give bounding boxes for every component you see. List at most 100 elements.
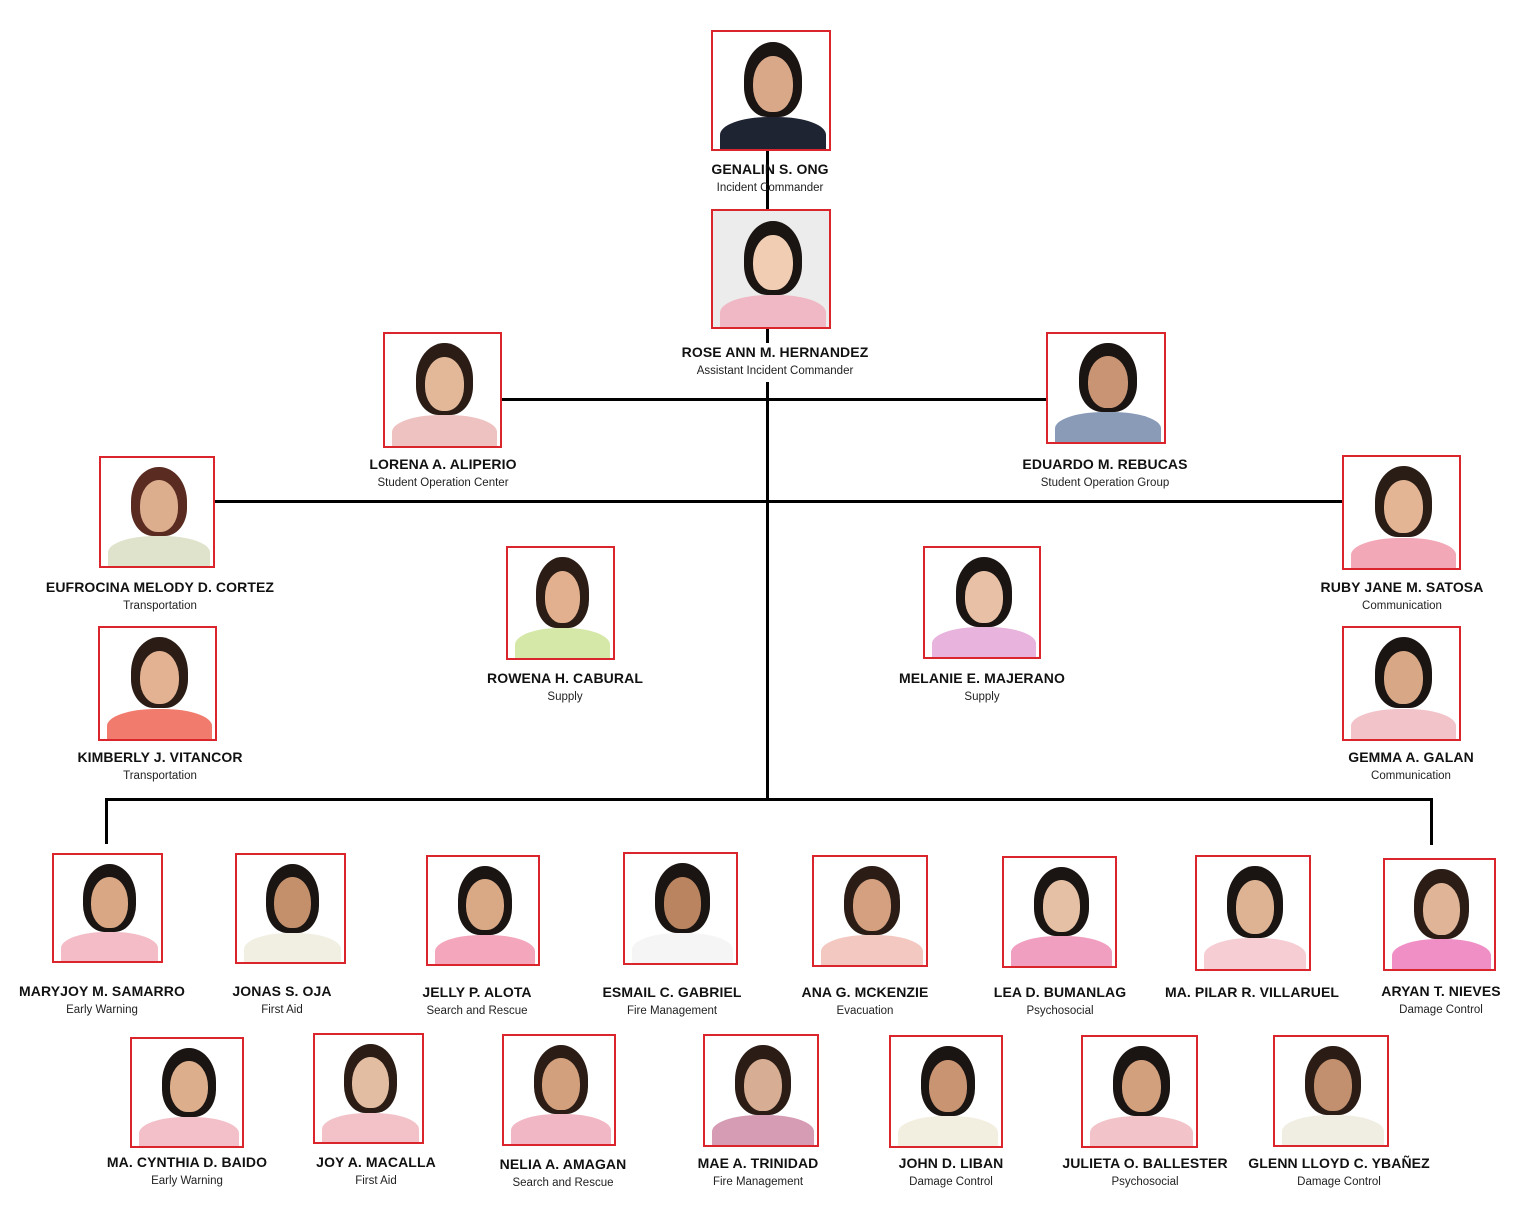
person-role: First Aid — [355, 1175, 397, 1187]
portrait-photo — [1002, 856, 1117, 968]
portrait-photo — [1046, 332, 1166, 444]
shirt-shape — [820, 935, 924, 965]
person-role: First Aid — [261, 1004, 303, 1016]
shirt-shape — [510, 1114, 612, 1144]
face-shape — [91, 877, 128, 928]
person-name: JONAS S. OJA — [232, 983, 332, 999]
portrait-photo — [711, 30, 831, 151]
face-shape — [1313, 1059, 1353, 1111]
shirt-shape — [1281, 1115, 1385, 1145]
shirt-shape — [107, 536, 211, 566]
shirt-shape — [138, 1116, 240, 1146]
connector-line-main-trunk — [766, 382, 769, 800]
portrait-photo — [623, 852, 738, 965]
person-name: JOHN D. LIBAN — [898, 1155, 1004, 1171]
person-name: MELANIE E. MAJERANO — [898, 670, 1066, 686]
face-shape — [964, 570, 1004, 623]
shirt-shape — [434, 934, 536, 964]
shirt-shape — [1351, 537, 1456, 568]
portrait-photo — [1342, 455, 1461, 570]
person-role: Assistant Incident Commander — [696, 365, 854, 377]
shirt-shape — [897, 1116, 999, 1146]
shirt-shape — [392, 415, 497, 446]
connector-line-level3-horizontal — [215, 500, 1342, 503]
person-role: Communication — [1362, 600, 1442, 612]
face-shape — [1383, 480, 1424, 533]
person-name: ROSE ANN M. HERNANDEZ — [681, 344, 869, 360]
shirt-shape — [1055, 412, 1161, 442]
person-name: MAE A. TRINIDAD — [697, 1155, 819, 1171]
person-name: JULIETA O. BALLESTER — [1062, 1155, 1228, 1171]
person-role: Incident Commander — [716, 182, 824, 194]
person-role: Supply — [964, 691, 1000, 703]
person-role: Psychosocial — [1026, 1005, 1094, 1017]
shirt-shape — [514, 627, 611, 658]
face-shape — [139, 651, 180, 704]
person-role: Search and Rescue — [426, 1005, 528, 1017]
face-shape — [852, 879, 892, 931]
portrait-photo — [502, 1034, 616, 1146]
connector-line-bottom-right-drop — [1430, 798, 1433, 845]
person-role: Early Warning — [151, 1175, 223, 1187]
face-shape — [1422, 882, 1461, 935]
person-role: Damage Control — [1297, 1176, 1381, 1188]
shirt-shape — [1351, 708, 1456, 739]
person-role: Transportation — [123, 770, 197, 782]
connector-line-ong-to-hernandez — [766, 151, 769, 209]
person-name: GLENN LLOYD C. YBAÑEZ — [1248, 1155, 1430, 1171]
face-shape — [929, 1059, 967, 1112]
person-role: Communication — [1371, 770, 1451, 782]
person-role: Fire Management — [626, 1005, 718, 1017]
person-name: ESMAIL C. GABRIEL — [602, 984, 742, 1000]
person-role: Damage Control — [1399, 1004, 1483, 1016]
person-role: Early Warning — [66, 1004, 138, 1016]
connector-line-level2-horizontal — [502, 398, 1046, 401]
face-shape — [1383, 651, 1424, 704]
person-name: LEA D. BUMANLAG — [993, 984, 1127, 1000]
person-role: Supply — [547, 691, 583, 703]
face-shape — [352, 1057, 389, 1109]
person-name: GEMMA A. GALAN — [1348, 749, 1474, 765]
person-name: ANA G. MCKENZIE — [801, 984, 929, 1000]
face-shape — [466, 879, 504, 931]
portrait-photo — [98, 626, 217, 741]
portrait-photo — [1383, 858, 1496, 971]
shirt-shape — [1203, 938, 1307, 969]
person-name: EDUARDO M. REBUCAS — [1022, 456, 1188, 472]
face-shape — [424, 357, 465, 411]
portrait-photo — [711, 209, 831, 329]
shirt-shape — [720, 116, 826, 149]
connector-line-hernandez-to-main — [766, 329, 769, 343]
shirt-shape — [1010, 936, 1113, 966]
person-name: MA. PILAR R. VILLARUEL — [1164, 984, 1340, 1000]
shirt-shape — [932, 627, 1036, 657]
portrait-photo — [313, 1033, 424, 1144]
person-name: ARYAN T. NIEVES — [1381, 983, 1501, 999]
face-shape — [1088, 356, 1128, 408]
person-name: JELLY P. ALOTA — [422, 984, 532, 1000]
person-name: KIMBERLY J. VITANCOR — [77, 749, 243, 765]
person-name: MARYJOY M. SAMARRO — [19, 983, 185, 999]
face-shape — [170, 1061, 208, 1113]
shirt-shape — [1090, 1116, 1193, 1146]
face-shape — [544, 570, 581, 624]
connector-line-bottom-left-drop — [105, 798, 108, 844]
portrait-photo — [426, 855, 540, 966]
person-role: Fire Management — [712, 1176, 804, 1188]
connector-line-bottom-horizontal — [105, 798, 1433, 801]
person-name: GENALIN S. ONG — [711, 161, 829, 177]
face-shape — [753, 235, 793, 291]
person-role: Student Operation Group — [1040, 477, 1170, 489]
shirt-shape — [631, 933, 734, 963]
shirt-shape — [60, 932, 159, 961]
face-shape — [542, 1058, 580, 1110]
shirt-shape — [243, 932, 342, 962]
person-role: Search and Rescue — [512, 1177, 614, 1189]
portrait-photo — [923, 546, 1041, 659]
face-shape — [274, 877, 311, 929]
person-name: JOY A. MACALLA — [316, 1154, 436, 1170]
face-shape — [753, 56, 793, 112]
person-role: Evacuation — [836, 1005, 894, 1017]
shirt-shape — [321, 1112, 420, 1142]
portrait-photo — [99, 456, 215, 568]
